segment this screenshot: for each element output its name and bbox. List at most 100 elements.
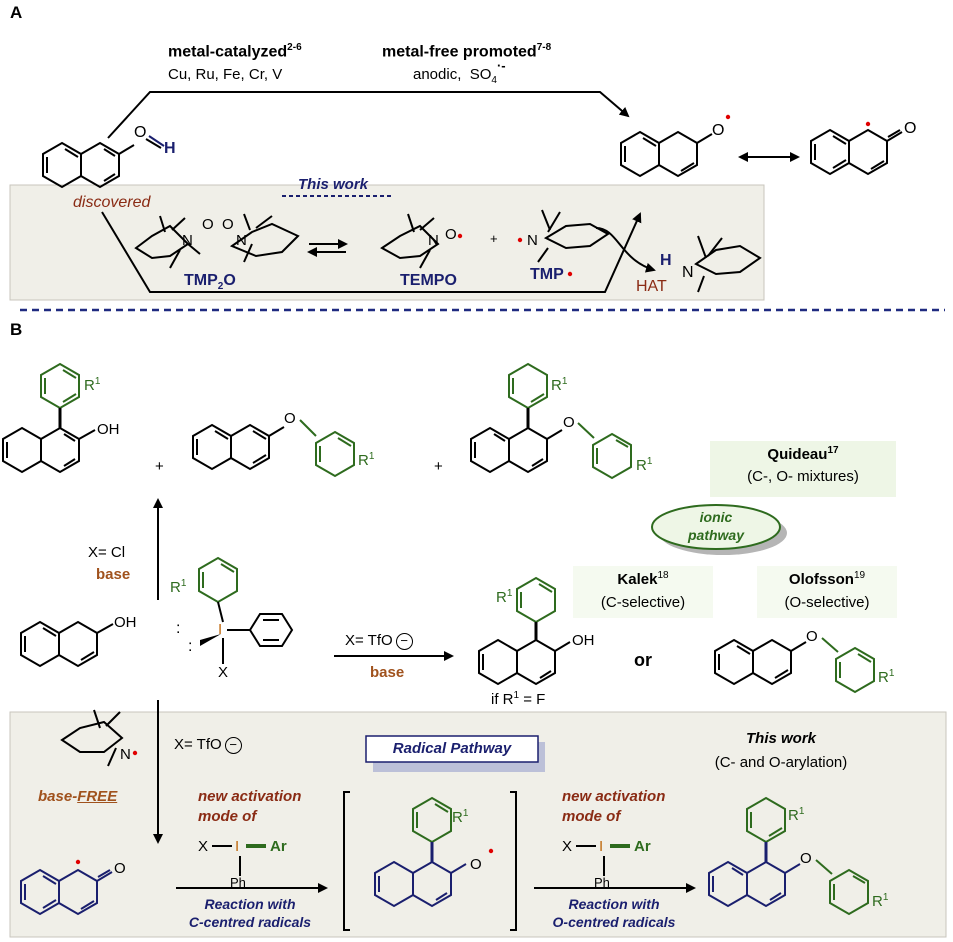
naphthol-a [42, 138, 162, 189]
b-tmp-ring [60, 709, 124, 767]
tmp2o-label: TMP2O [184, 272, 236, 293]
b-final-o: O [800, 850, 812, 867]
metal-free-title: metal-free promoted7-8 [382, 42, 552, 61]
tempo-o: O [445, 226, 457, 243]
final-naph [708, 842, 801, 908]
r1-ether: R1 [358, 451, 375, 469]
new-activation-1: new activation [198, 788, 302, 805]
arrow-discovered [101, 211, 642, 293]
xi1-i: I [235, 838, 240, 855]
kalek-naph [478, 622, 571, 686]
base-label-1: base [96, 566, 131, 583]
olofsson-name: Olofsson19 [788, 570, 866, 588]
xi1-ph: Ph [230, 875, 246, 890]
tmp-n: N [527, 232, 538, 249]
iodine-atom: I [218, 621, 223, 638]
mode-of-2: mode of [562, 808, 621, 825]
int-naph [374, 842, 467, 908]
discovered-label: discovered [73, 194, 151, 211]
oh-kalek: OH [572, 632, 595, 649]
oh-start: OH [114, 614, 137, 631]
r1-kalek: R1 [496, 588, 513, 606]
panel-a-box [9, 184, 765, 301]
new-activation-2: new activation [562, 788, 666, 805]
quideau-name: Quideau17 [767, 445, 839, 463]
this-work-note: (C- and O-arylation) [714, 754, 848, 771]
b-product1-aryl [40, 362, 80, 410]
panel-a-label: A [10, 3, 23, 22]
iodane-bonds [200, 601, 294, 664]
b-diaryl-top-oaryl [577, 422, 632, 480]
b-naphthol [20, 620, 114, 668]
naphthol-oxygen: O [134, 124, 147, 141]
ionic-ellipse [651, 504, 781, 550]
radical-pathway-label: Radical Pathway [392, 740, 512, 757]
b-keto-o: O [114, 860, 126, 877]
b-diaryl-top-aryl [508, 362, 548, 410]
hn-h: H [660, 252, 672, 269]
r1-final-c: R1 [788, 806, 805, 824]
iodane-lonepair: : [176, 620, 181, 637]
tmp2o-o1: O [202, 216, 214, 233]
metal-catalyzed-title: metal-catalyzed2-6 [168, 42, 302, 61]
mode-of-1: mode of [198, 808, 257, 825]
r1-diaryl-c: R1 [551, 376, 568, 394]
bracket [343, 791, 517, 931]
hat-arrow [595, 227, 656, 273]
kalek-box [573, 566, 713, 618]
kalek-aryl [516, 576, 556, 624]
r1-intermediate: R1 [452, 808, 469, 826]
panel-b-label: B [10, 320, 23, 339]
iodane-aryl [198, 556, 238, 604]
olofsson-note: (O-selective) [784, 594, 870, 611]
hn-n: N [682, 264, 694, 281]
tmp-ring [537, 209, 610, 263]
b-ether-naphthyl [192, 423, 285, 471]
olofsson-box [757, 566, 897, 618]
x-tfo-label: X= TfO− [345, 632, 413, 650]
b-tmp-n: N [120, 746, 131, 763]
ionic-label-1: ionic [699, 509, 733, 525]
kalek-note: (C-selective) [600, 594, 686, 611]
xi-reagent-1 [212, 844, 266, 876]
naphthol-hydrogen: H [164, 140, 176, 157]
tmp-h-ring [694, 235, 762, 293]
o-ether: O [284, 410, 296, 427]
tempo-n: N [428, 232, 439, 249]
plus-b2: + [434, 458, 443, 475]
kalek-name: Kalek18 [617, 570, 669, 588]
final-aryl-o [815, 859, 869, 916]
xi2-ar: Ar [634, 838, 651, 855]
rxn-c-line2: C-centred radicals [188, 914, 312, 930]
base-label-2: base [370, 664, 405, 681]
tmp2o-rings [134, 213, 300, 269]
b-keto-radical [20, 868, 113, 916]
tmp2o-n2: N [236, 232, 247, 249]
xi-reagent-2 [576, 844, 630, 876]
quideau-note: (C-, O- mixtures) [747, 468, 859, 485]
radical-oxygen: O [712, 122, 725, 139]
tempo-label: TEMPO [400, 272, 457, 289]
or-label: or [634, 650, 652, 670]
tmp2o-o2: O [222, 216, 234, 233]
r1-iodane: R1 [170, 578, 187, 596]
rxn-o-line2: O-centred radicals [552, 914, 676, 930]
xi1-ar: Ar [270, 838, 287, 855]
iodane-lonepair-2: : [188, 638, 193, 655]
r1-product1: R1 [84, 376, 101, 394]
if-r1-f: if R1 = F [491, 690, 546, 708]
olofsson-naph [714, 638, 807, 686]
this-work-b: This work [745, 730, 817, 747]
r1-olofsson: R1 [878, 668, 895, 686]
oh-product1: OH [97, 421, 120, 438]
h-bond [148, 135, 165, 147]
tempo-ring [380, 213, 440, 269]
b-product1-naphthol [2, 408, 96, 474]
anodic-label: anodic, SO4·- [413, 58, 506, 86]
tmp-label: TMP [530, 266, 564, 283]
olofsson-aryl [821, 637, 875, 694]
base-free-label: base-FREE [38, 788, 118, 805]
naphthalenone [810, 128, 903, 176]
